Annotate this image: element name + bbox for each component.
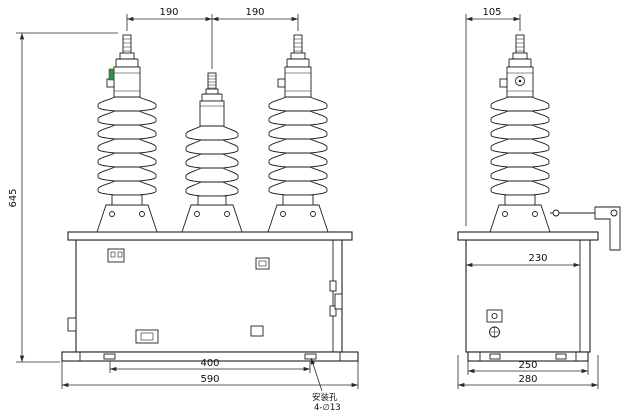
side-tank <box>457 206 621 362</box>
side-slot-right <box>555 353 567 360</box>
dim-hole-spacing-group: 400 <box>109 358 311 373</box>
side-top-plate <box>457 231 599 241</box>
dim-pitch-left-label: 190 <box>159 7 178 18</box>
rating-plate-mark <box>140 332 154 341</box>
side-slot-left <box>489 353 501 360</box>
side-lug-left <box>67 317 77 332</box>
mount-middle <box>181 204 243 233</box>
front-base-channel <box>61 351 359 362</box>
insulator-side <box>491 35 549 205</box>
front-base-webs <box>79 352 341 361</box>
front-top-plate <box>67 231 353 241</box>
dim-depth-group: 230 <box>466 253 580 268</box>
mount-left <box>96 204 158 233</box>
dim-depth-label: 230 <box>528 253 547 264</box>
side-base-channel <box>467 351 589 362</box>
lifting-bracket <box>594 206 621 251</box>
dim-top-offset-group: 105 <box>465 7 521 226</box>
side-view: 105 230 250 280 <box>457 7 621 389</box>
side-base-webs <box>479 352 577 361</box>
nameplate-2 <box>255 257 270 270</box>
valve-icon <box>491 312 498 320</box>
nameplate-1-mark <box>110 251 116 258</box>
door-latch <box>334 293 343 310</box>
mounting-hole-note: 安装孔 4-∅13 <box>310 357 341 413</box>
dim-pitch-right-label: 190 <box>245 7 264 18</box>
rating-plate <box>135 329 159 344</box>
dim-height-label: 645 <box>8 188 19 207</box>
hinge-top-icon <box>329 280 337 292</box>
bracket-hole-icon <box>610 209 618 217</box>
dim-overall-depth-group: 280 <box>457 355 599 389</box>
dim-overall-width-group: 590 <box>61 361 359 389</box>
dim-overall-width-label: 590 <box>200 374 219 385</box>
nameplate-1-mark2 <box>117 251 123 258</box>
mount-side <box>489 204 551 233</box>
hinge-bottom-icon <box>329 305 337 317</box>
front-view: 190 190 645 400 590 安装孔 4-∅13 <box>8 7 359 413</box>
note-line1: 安装孔 <box>312 392 338 403</box>
mounting-slot-left <box>103 353 116 360</box>
note-line2: 4-∅13 <box>314 403 341 413</box>
dim-hole-spacing-label: 400 <box>200 358 219 369</box>
nameplate-1 <box>107 248 125 263</box>
dim-base-width-group: 250 <box>467 360 589 375</box>
cap-bolt-center <box>518 79 522 83</box>
drain-plate <box>250 325 264 337</box>
side-tank-body <box>465 239 591 353</box>
insulator-left <box>98 35 156 205</box>
insulator-middle <box>186 73 238 205</box>
insulator-right <box>269 35 327 205</box>
green-phase-marker <box>108 68 115 81</box>
nameplate-2-mark <box>258 260 267 267</box>
arm-pivot-icon <box>552 209 560 217</box>
dim-overall-depth-label: 280 <box>518 374 537 385</box>
mount-right <box>267 204 329 233</box>
front-tank <box>61 231 359 362</box>
dim-top-offset-label: 105 <box>482 7 501 18</box>
mounting-slot-right <box>304 353 317 360</box>
ground-cross-icon <box>489 326 500 338</box>
dim-pitch-group: 190 190 <box>126 7 299 69</box>
dim-base-width-label: 250 <box>518 360 537 371</box>
dim-height-group: 645 <box>8 32 118 363</box>
